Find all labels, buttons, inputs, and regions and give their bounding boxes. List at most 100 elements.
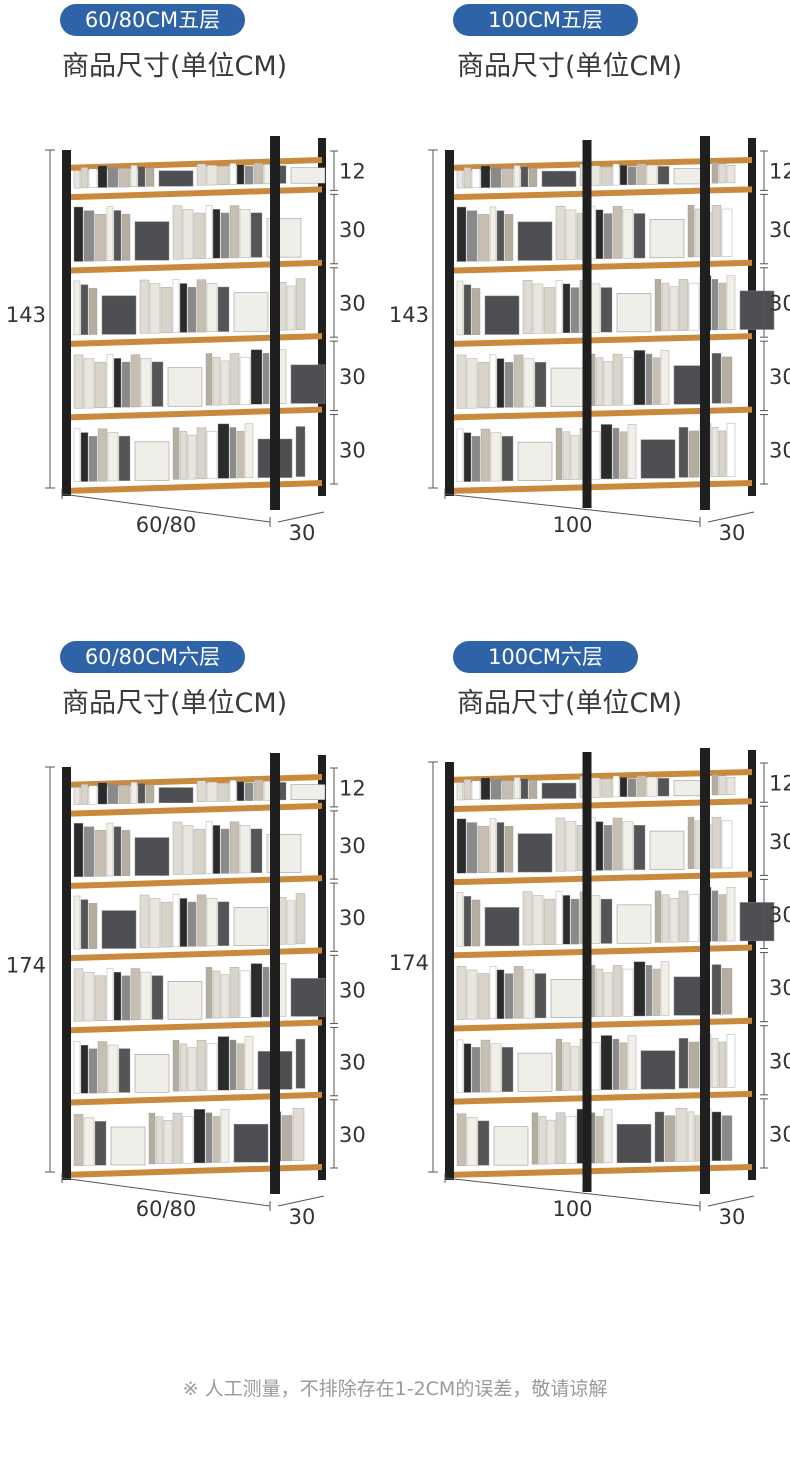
frame-post	[445, 762, 454, 1180]
book	[244, 782, 254, 801]
book	[94, 361, 107, 409]
book	[196, 279, 207, 333]
book	[718, 775, 727, 796]
book	[182, 1116, 194, 1164]
storage-box	[101, 910, 137, 949]
book	[456, 892, 464, 947]
book	[721, 820, 733, 869]
storage-box	[649, 830, 685, 870]
book	[711, 774, 719, 796]
depth-dimension-line	[277, 1195, 325, 1207]
frame-post	[445, 150, 454, 496]
storage-box	[649, 219, 685, 259]
book	[292, 1107, 305, 1161]
book	[489, 965, 497, 1020]
book	[220, 1109, 230, 1163]
book	[688, 894, 700, 942]
book	[562, 283, 571, 334]
book	[532, 895, 544, 946]
book	[687, 816, 695, 869]
book	[206, 781, 218, 802]
book	[669, 898, 679, 943]
level-height-label: 30	[339, 978, 366, 1002]
book	[480, 777, 491, 800]
book	[496, 822, 505, 873]
book	[678, 279, 689, 331]
book	[182, 209, 194, 260]
book	[130, 781, 138, 804]
book	[456, 966, 467, 1020]
book	[118, 168, 131, 188]
book	[600, 1035, 613, 1091]
width-dimension-line	[61, 1177, 271, 1207]
book	[501, 780, 514, 800]
depth-label: 30	[289, 1205, 316, 1229]
wood-shelf	[445, 406, 752, 421]
book	[179, 283, 188, 333]
book	[456, 280, 464, 336]
storage-box	[290, 784, 326, 800]
book	[555, 891, 563, 945]
wood-shelf	[62, 802, 322, 817]
book	[688, 430, 700, 478]
book	[196, 163, 207, 186]
book	[236, 1043, 245, 1090]
book	[456, 1039, 464, 1093]
book	[193, 212, 206, 259]
book	[148, 1112, 156, 1165]
book	[480, 1039, 491, 1093]
book	[627, 1035, 637, 1090]
book	[73, 170, 81, 189]
book	[80, 284, 89, 335]
book	[619, 431, 628, 479]
book	[711, 279, 719, 331]
book	[106, 822, 114, 877]
book	[172, 279, 180, 333]
storage-box	[517, 441, 553, 481]
book	[106, 968, 114, 1021]
book	[477, 973, 490, 1020]
wood-shelf	[445, 186, 752, 201]
book	[244, 423, 254, 478]
book	[239, 825, 251, 874]
book	[94, 1121, 107, 1166]
book	[654, 279, 662, 332]
depth-dimension-line	[277, 511, 325, 523]
book	[675, 1108, 688, 1162]
book	[278, 282, 287, 331]
book	[562, 1042, 571, 1091]
level-height-label: 30	[339, 291, 366, 315]
book	[281, 1115, 293, 1162]
level-height-label: 30	[769, 830, 790, 854]
book	[726, 887, 736, 942]
book	[463, 1043, 472, 1093]
wood-shelf	[62, 1091, 322, 1106]
level-height-label: 30	[769, 438, 790, 462]
book	[603, 213, 613, 259]
book	[645, 965, 653, 1016]
book	[595, 1116, 604, 1164]
book	[687, 1111, 695, 1162]
depth-dimension-line	[707, 511, 755, 523]
book	[239, 356, 251, 405]
book	[603, 1108, 613, 1164]
size-badge: 100CM五层	[453, 4, 638, 36]
book	[513, 777, 521, 800]
book	[205, 205, 213, 259]
level-height-label: 30	[339, 1051, 366, 1075]
book	[555, 1112, 566, 1165]
level-height-label: 30	[339, 218, 366, 242]
storage-box	[541, 170, 577, 187]
book	[179, 431, 188, 480]
book	[480, 428, 491, 482]
book	[212, 1116, 221, 1163]
book	[466, 969, 478, 1020]
book	[721, 356, 733, 404]
wood-shelf	[445, 944, 752, 959]
book	[130, 968, 141, 1021]
storage-box	[233, 292, 269, 332]
